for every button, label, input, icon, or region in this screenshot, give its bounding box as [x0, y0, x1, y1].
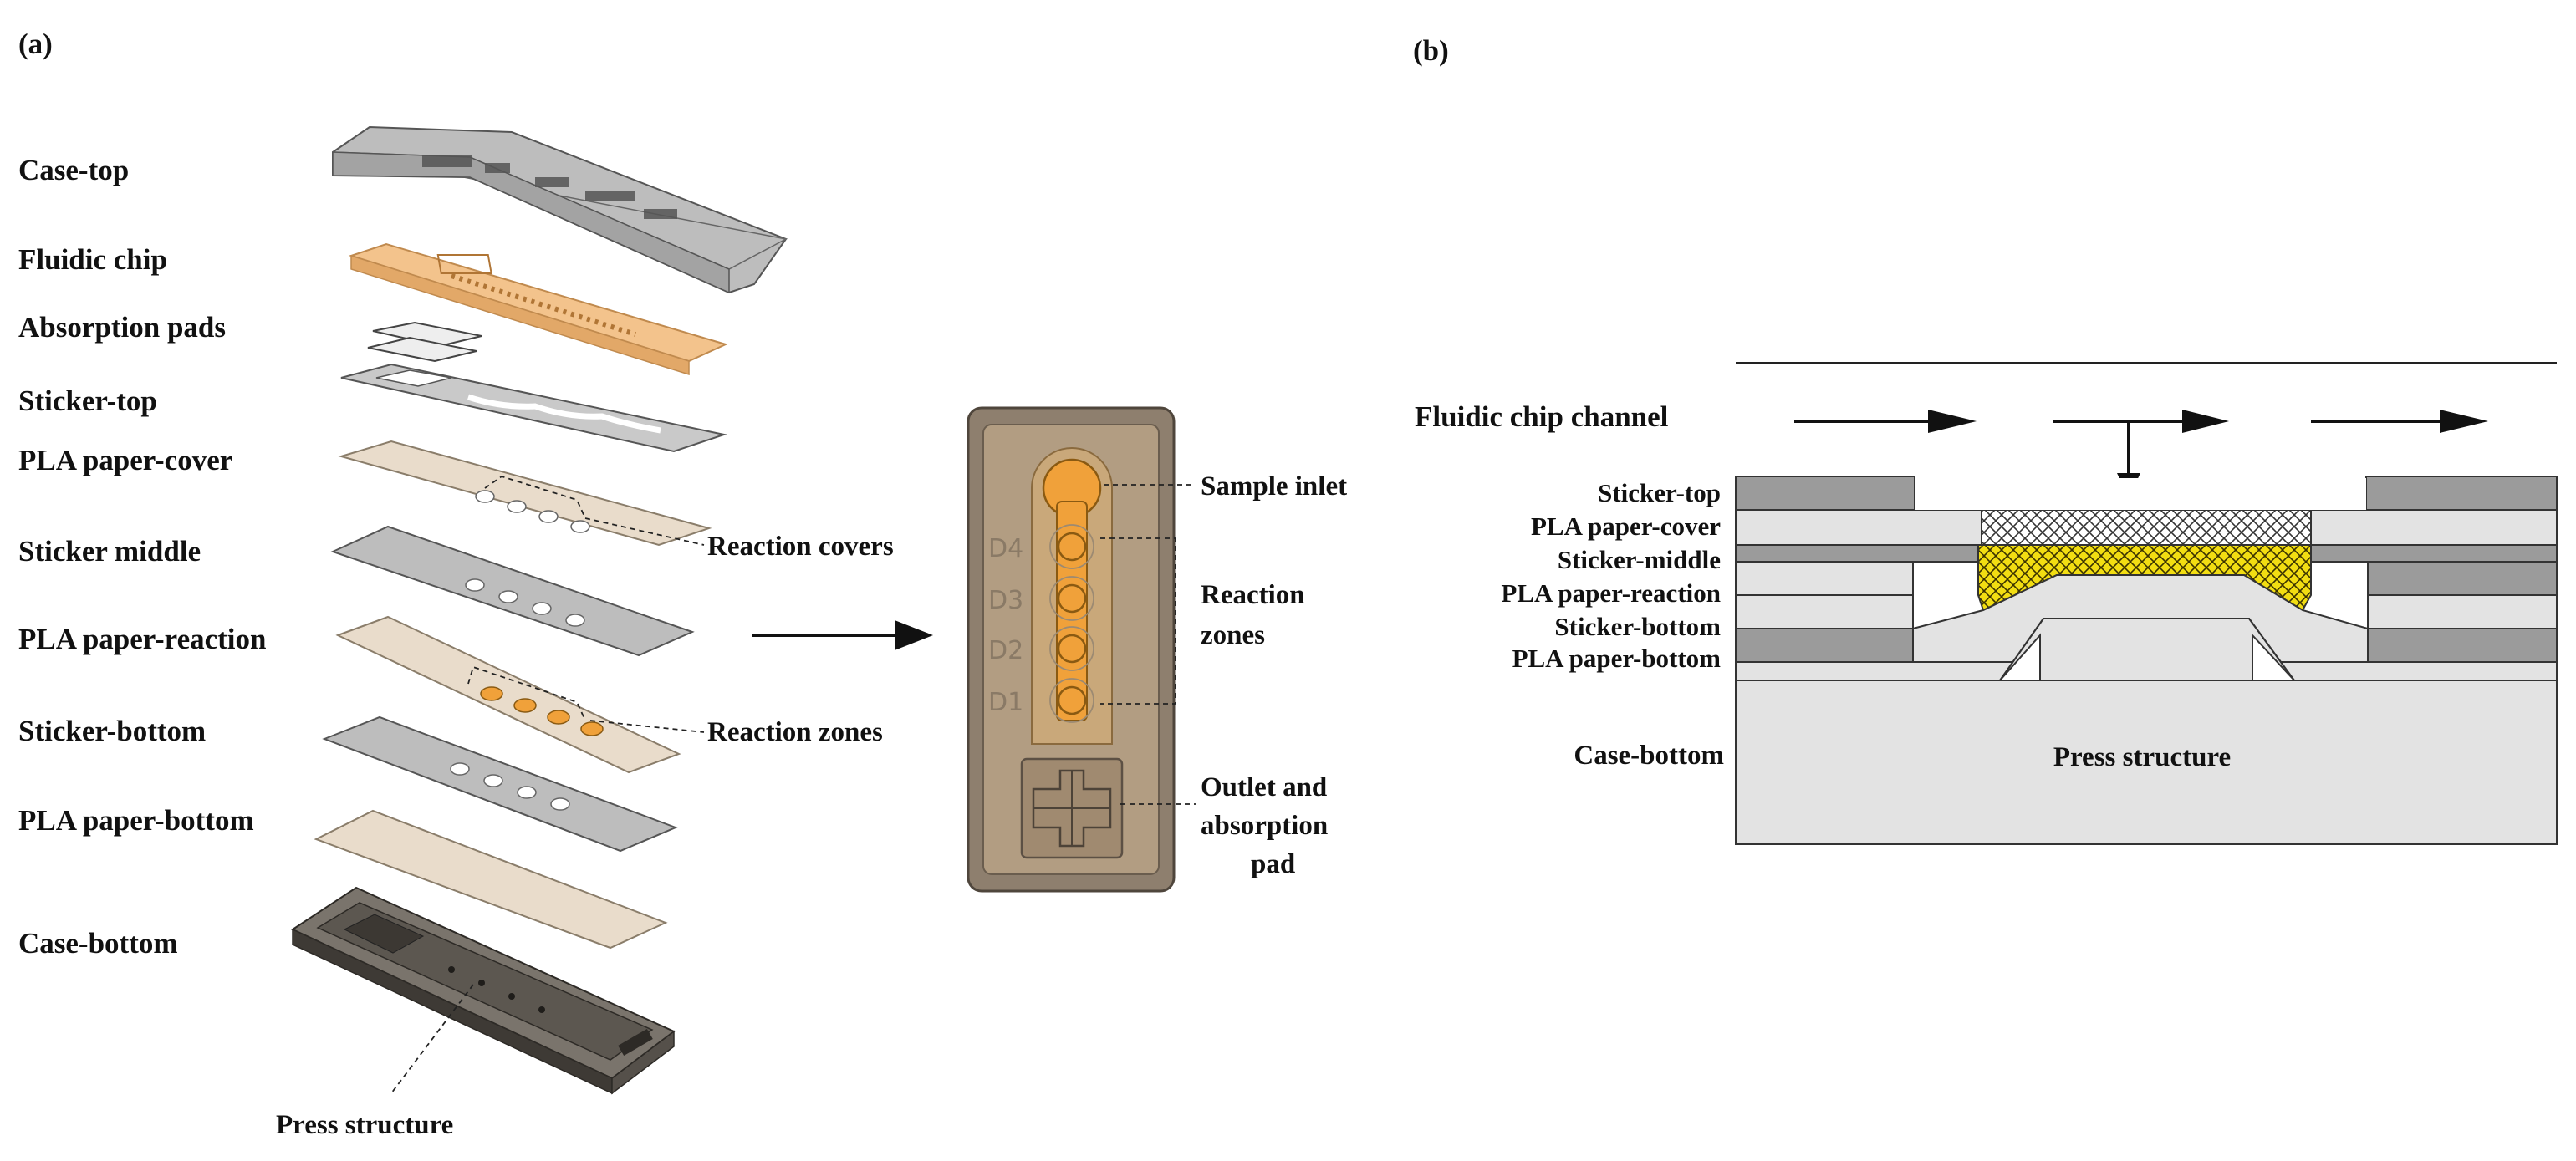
- callout-press-structure: Press structure: [276, 1110, 453, 1140]
- case-top-layer: [332, 125, 788, 294]
- label-sticker-bottom: Sticker-bottom: [18, 715, 206, 747]
- label-sample-inlet: Sample inlet: [1201, 471, 1347, 502]
- panel-b-tag: (b): [1413, 34, 1449, 67]
- label-outlet-line1: Outlet and: [1201, 772, 1327, 802]
- chip-top-view: D4 D3 D2 D1: [967, 406, 1176, 893]
- label-reaction-zones-line2: zones: [1201, 620, 1265, 650]
- fluidic-chip-layer: [348, 242, 728, 376]
- case-bottom-layer: [290, 886, 676, 1095]
- label-pla-paper-reaction: PLA paper-reaction: [18, 623, 267, 655]
- label-outlet-line2: absorption: [1201, 811, 1328, 841]
- label-b-press-structure: Press structure: [2053, 742, 2231, 772]
- panel-b-layer-labels: Sticker-top PLA paper-cover Sticker-midd…: [1501, 478, 1724, 771]
- assembly-arrowhead: [895, 620, 933, 650]
- pla-paper-cover-layer: [338, 440, 712, 547]
- label-pla-paper-cover: PLA paper-cover: [18, 444, 232, 476]
- panel-a-tag: (a): [18, 28, 53, 60]
- label-fluidic-chip-channel: Fluidic chip channel: [1415, 400, 1669, 433]
- label-fluidic-chip: Fluidic chip: [18, 243, 167, 276]
- label-case-bottom: Case-bottom: [18, 927, 178, 960]
- label-sticker-top: Sticker-top: [18, 384, 157, 417]
- label-absorption-pads: Absorption pads: [18, 311, 226, 344]
- panel-a-leaders: [390, 517, 705, 1094]
- panel-a-layer-labels: Case-top Fluidic chip Absorption pads St…: [18, 154, 267, 960]
- absorption-pads-layer: [367, 321, 482, 363]
- flow-arrows: [1794, 410, 2488, 498]
- label-b-sticker-bottom: Sticker-bottom: [1554, 612, 1721, 641]
- zone-id-d3: D3: [988, 586, 1023, 615]
- label-b-sticker-middle: Sticker-middle: [1558, 545, 1721, 574]
- label-outlet-line3: pad: [1251, 849, 1295, 879]
- pla-paper-bottom-layer: [314, 809, 668, 950]
- pla-paper-reaction-layer: [335, 615, 681, 774]
- label-pla-paper-bottom: PLA paper-bottom: [18, 804, 254, 837]
- sticker-bottom-layer: [322, 715, 678, 853]
- cross-section: [1735, 476, 2558, 845]
- label-reaction-zones-line1: Reaction: [1201, 580, 1305, 610]
- label-case-top: Case-top: [18, 154, 129, 186]
- label-b-sticker-top: Sticker-top: [1598, 478, 1721, 507]
- label-b-case-bottom: Case-bottom: [1574, 741, 1724, 771]
- label-b-pla-paper-reaction: PLA paper-reaction: [1501, 578, 1721, 608]
- label-sticker-middle: Sticker middle: [18, 535, 201, 568]
- zone-id-d4: D4: [988, 534, 1023, 563]
- sticker-top-layer: [340, 363, 727, 453]
- label-b-pla-paper-cover: PLA paper-cover: [1531, 512, 1721, 541]
- callout-reaction-covers: Reaction covers: [707, 532, 894, 562]
- zone-id-d1: D1: [988, 688, 1023, 717]
- label-b-pla-paper-bottom: PLA paper-bottom: [1512, 644, 1722, 673]
- chip-leaders: [1100, 484, 1196, 805]
- zone-id-d2: D2: [988, 636, 1023, 665]
- sticker-middle-layer: [330, 525, 695, 657]
- callout-reaction-zones: Reaction zones: [707, 717, 883, 747]
